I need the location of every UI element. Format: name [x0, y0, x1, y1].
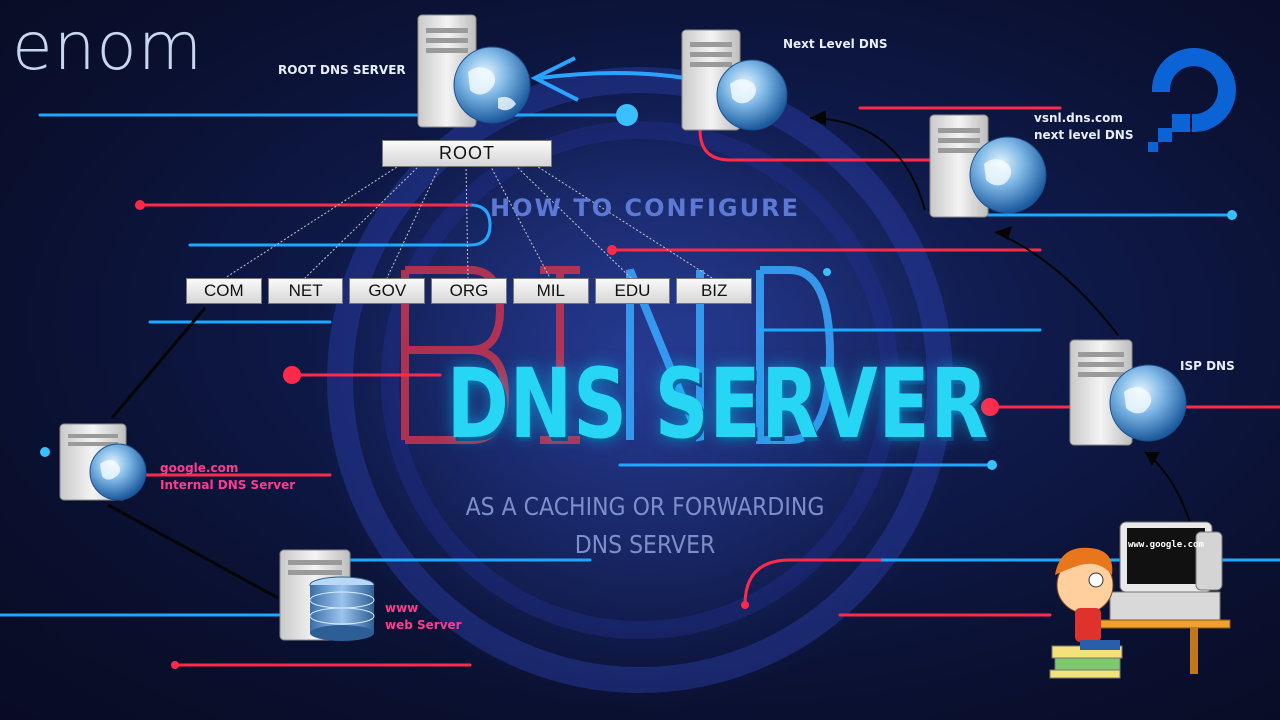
subtitle-line-2: DNS SERVER [574, 530, 716, 559]
vsnl-dns-hostname: vsnl.dns.com [1034, 111, 1123, 125]
isp-server-icon [1069, 339, 1187, 446]
neon-lines-blue [0, 113, 1280, 617]
tld-org: ORG [431, 278, 507, 304]
internal-dns-role: Internal DNS Server [160, 478, 296, 492]
provider-logo-icon [1148, 48, 1236, 152]
internal-dns-server-icon [59, 423, 147, 501]
glow-disc [310, 50, 970, 710]
tld-row: COM NET GOV ORG MIL EDU BIZ [186, 278, 753, 304]
internal-dns-hostname: google.com [160, 461, 239, 475]
root-server-label: ROOT DNS SERVER [278, 63, 406, 77]
tld-mil: MIL [512, 278, 589, 304]
isp-dns-label: ISP DNS [1180, 359, 1235, 373]
neon-lines-red [118, 106, 1280, 667]
web-server-icon [279, 549, 375, 641]
tld-edu: EDU [594, 278, 671, 304]
tld-com: COM [186, 278, 262, 304]
outer-ring [327, 67, 953, 693]
how-to-heading: HOW TO CONFIGURE [490, 194, 800, 222]
client-screen-text: www.google.com [1128, 540, 1204, 550]
next-level-server-icon [681, 29, 788, 131]
subtitle-line-1: AS A CACHING OR FORWARDING [465, 492, 825, 521]
vsnl-dns-role: next level DNS [1034, 128, 1134, 142]
arrow-heads [810, 110, 1160, 466]
root-node: ROOT [382, 140, 552, 167]
vsnl-server-icon [929, 114, 1047, 218]
web-server-label: www web Server [385, 600, 462, 634]
brand-logo: enom [12, 8, 204, 85]
web-server-role: web Server [385, 618, 462, 632]
main-title: DNS SERVER [446, 348, 989, 460]
subtitle: AS A CACHING OR FORWARDING DNS SERVER [447, 488, 843, 564]
inner-ring [381, 121, 899, 639]
tld-biz: BIZ [676, 278, 753, 304]
next-level-dns-label: Next Level DNS [783, 37, 888, 51]
tld-net: NET [267, 278, 344, 304]
web-server-host: www [385, 601, 419, 615]
neon-dots-red [135, 200, 999, 669]
client-user-illustration [1049, 521, 1231, 679]
root-server-icon [417, 14, 531, 128]
blue-arrow [530, 56, 686, 102]
vsnl-dns-label: vsnl.dns.com next level DNS [1034, 110, 1134, 144]
internal-dns-label: google.com Internal DNS Server [160, 460, 295, 494]
root-tld-dotted-lines [224, 164, 713, 279]
neon-dots-blue [40, 104, 1237, 470]
tld-gov: GOV [349, 278, 426, 304]
